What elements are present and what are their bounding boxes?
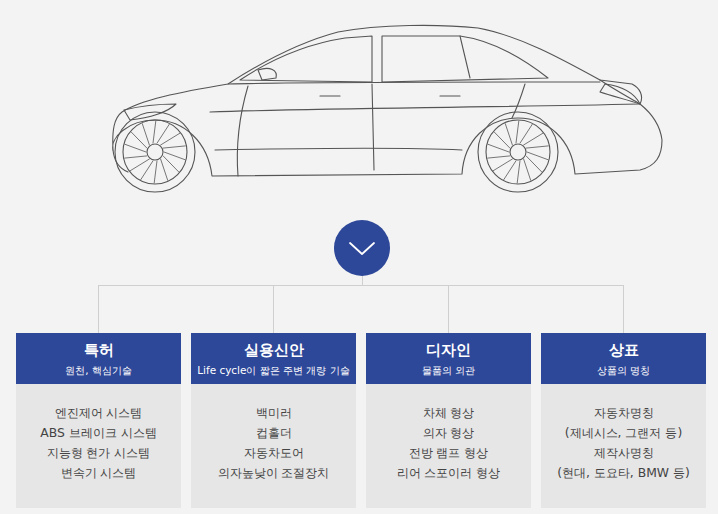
- category-body: 백미러컵홀더자동차도어의자높낮이 조절장치: [191, 384, 356, 508]
- example-item: (현대, 도요타, BMW 등): [541, 463, 706, 483]
- example-item: 백미러: [191, 403, 356, 423]
- example-item: 자동차명칭: [541, 403, 706, 423]
- category-column: 상표상품의 명칭자동차명칭(제네시스, 그랜저 등)제작사명칭(현대, 도요타,…: [541, 333, 706, 508]
- example-item: ABS 브레이크 시스템: [16, 423, 181, 443]
- category-body: 엔진제어 시스템ABS 브레이크 시스템지능형 현가 시스템변속기 시스템: [16, 384, 181, 508]
- example-item: 차체 형상: [366, 403, 531, 423]
- example-item: 컵홀더: [191, 423, 356, 443]
- chevron-circle: [334, 220, 390, 276]
- category-header: 디자인물품의 외관: [366, 333, 531, 384]
- example-item: 엔진제어 시스템: [16, 403, 181, 423]
- example-item: 자동차도어: [191, 443, 356, 463]
- category-body: 차체 형상의자 형상전방 램프 형상리어 스포이러 형상: [366, 384, 531, 508]
- category-subtitle: 상품의 명칭: [541, 362, 706, 378]
- example-item: 리어 스포이러 형상: [366, 463, 531, 483]
- category-subtitle: 원천, 핵심기술: [16, 362, 181, 378]
- category-subtitle: 물품의 외관: [366, 362, 531, 378]
- category-header: 상표상품의 명칭: [541, 333, 706, 384]
- category-column: 특허원천, 핵심기술엔진제어 시스템ABS 브레이크 시스템지능형 현가 시스템…: [16, 333, 181, 508]
- example-item: 전방 램프 형상: [366, 443, 531, 463]
- category-title: 실용신안: [191, 340, 356, 360]
- category-column: 디자인물품의 외관차체 형상의자 형상전방 램프 형상리어 스포이러 형상: [366, 333, 531, 508]
- example-item: (제네시스, 그랜저 등): [541, 423, 706, 443]
- category-title: 상표: [541, 340, 706, 360]
- example-item: 변속기 시스템: [16, 463, 181, 483]
- example-item: 의자 형상: [366, 423, 531, 443]
- category-subtitle: Life cycle이 짧은 주변 개량 기술: [191, 362, 356, 378]
- category-column: 실용신안 Life cycle이 짧은 주변 개량 기술백미러컵홀더자동차도어의자…: [191, 333, 356, 508]
- category-body: 자동차명칭(제네시스, 그랜저 등)제작사명칭(현대, 도요타, BMW 등): [541, 384, 706, 508]
- category-title: 디자인: [366, 340, 531, 360]
- example-item: 의자높낮이 조절장치: [191, 463, 356, 483]
- example-item: 제작사명칭: [541, 443, 706, 463]
- category-header: 실용신안 Life cycle이 짧은 주변 개량 기술: [191, 333, 356, 384]
- category-header: 특허원천, 핵심기술: [16, 333, 181, 384]
- category-title: 특허: [16, 340, 181, 360]
- example-item: 지능형 현가 시스템: [16, 443, 181, 463]
